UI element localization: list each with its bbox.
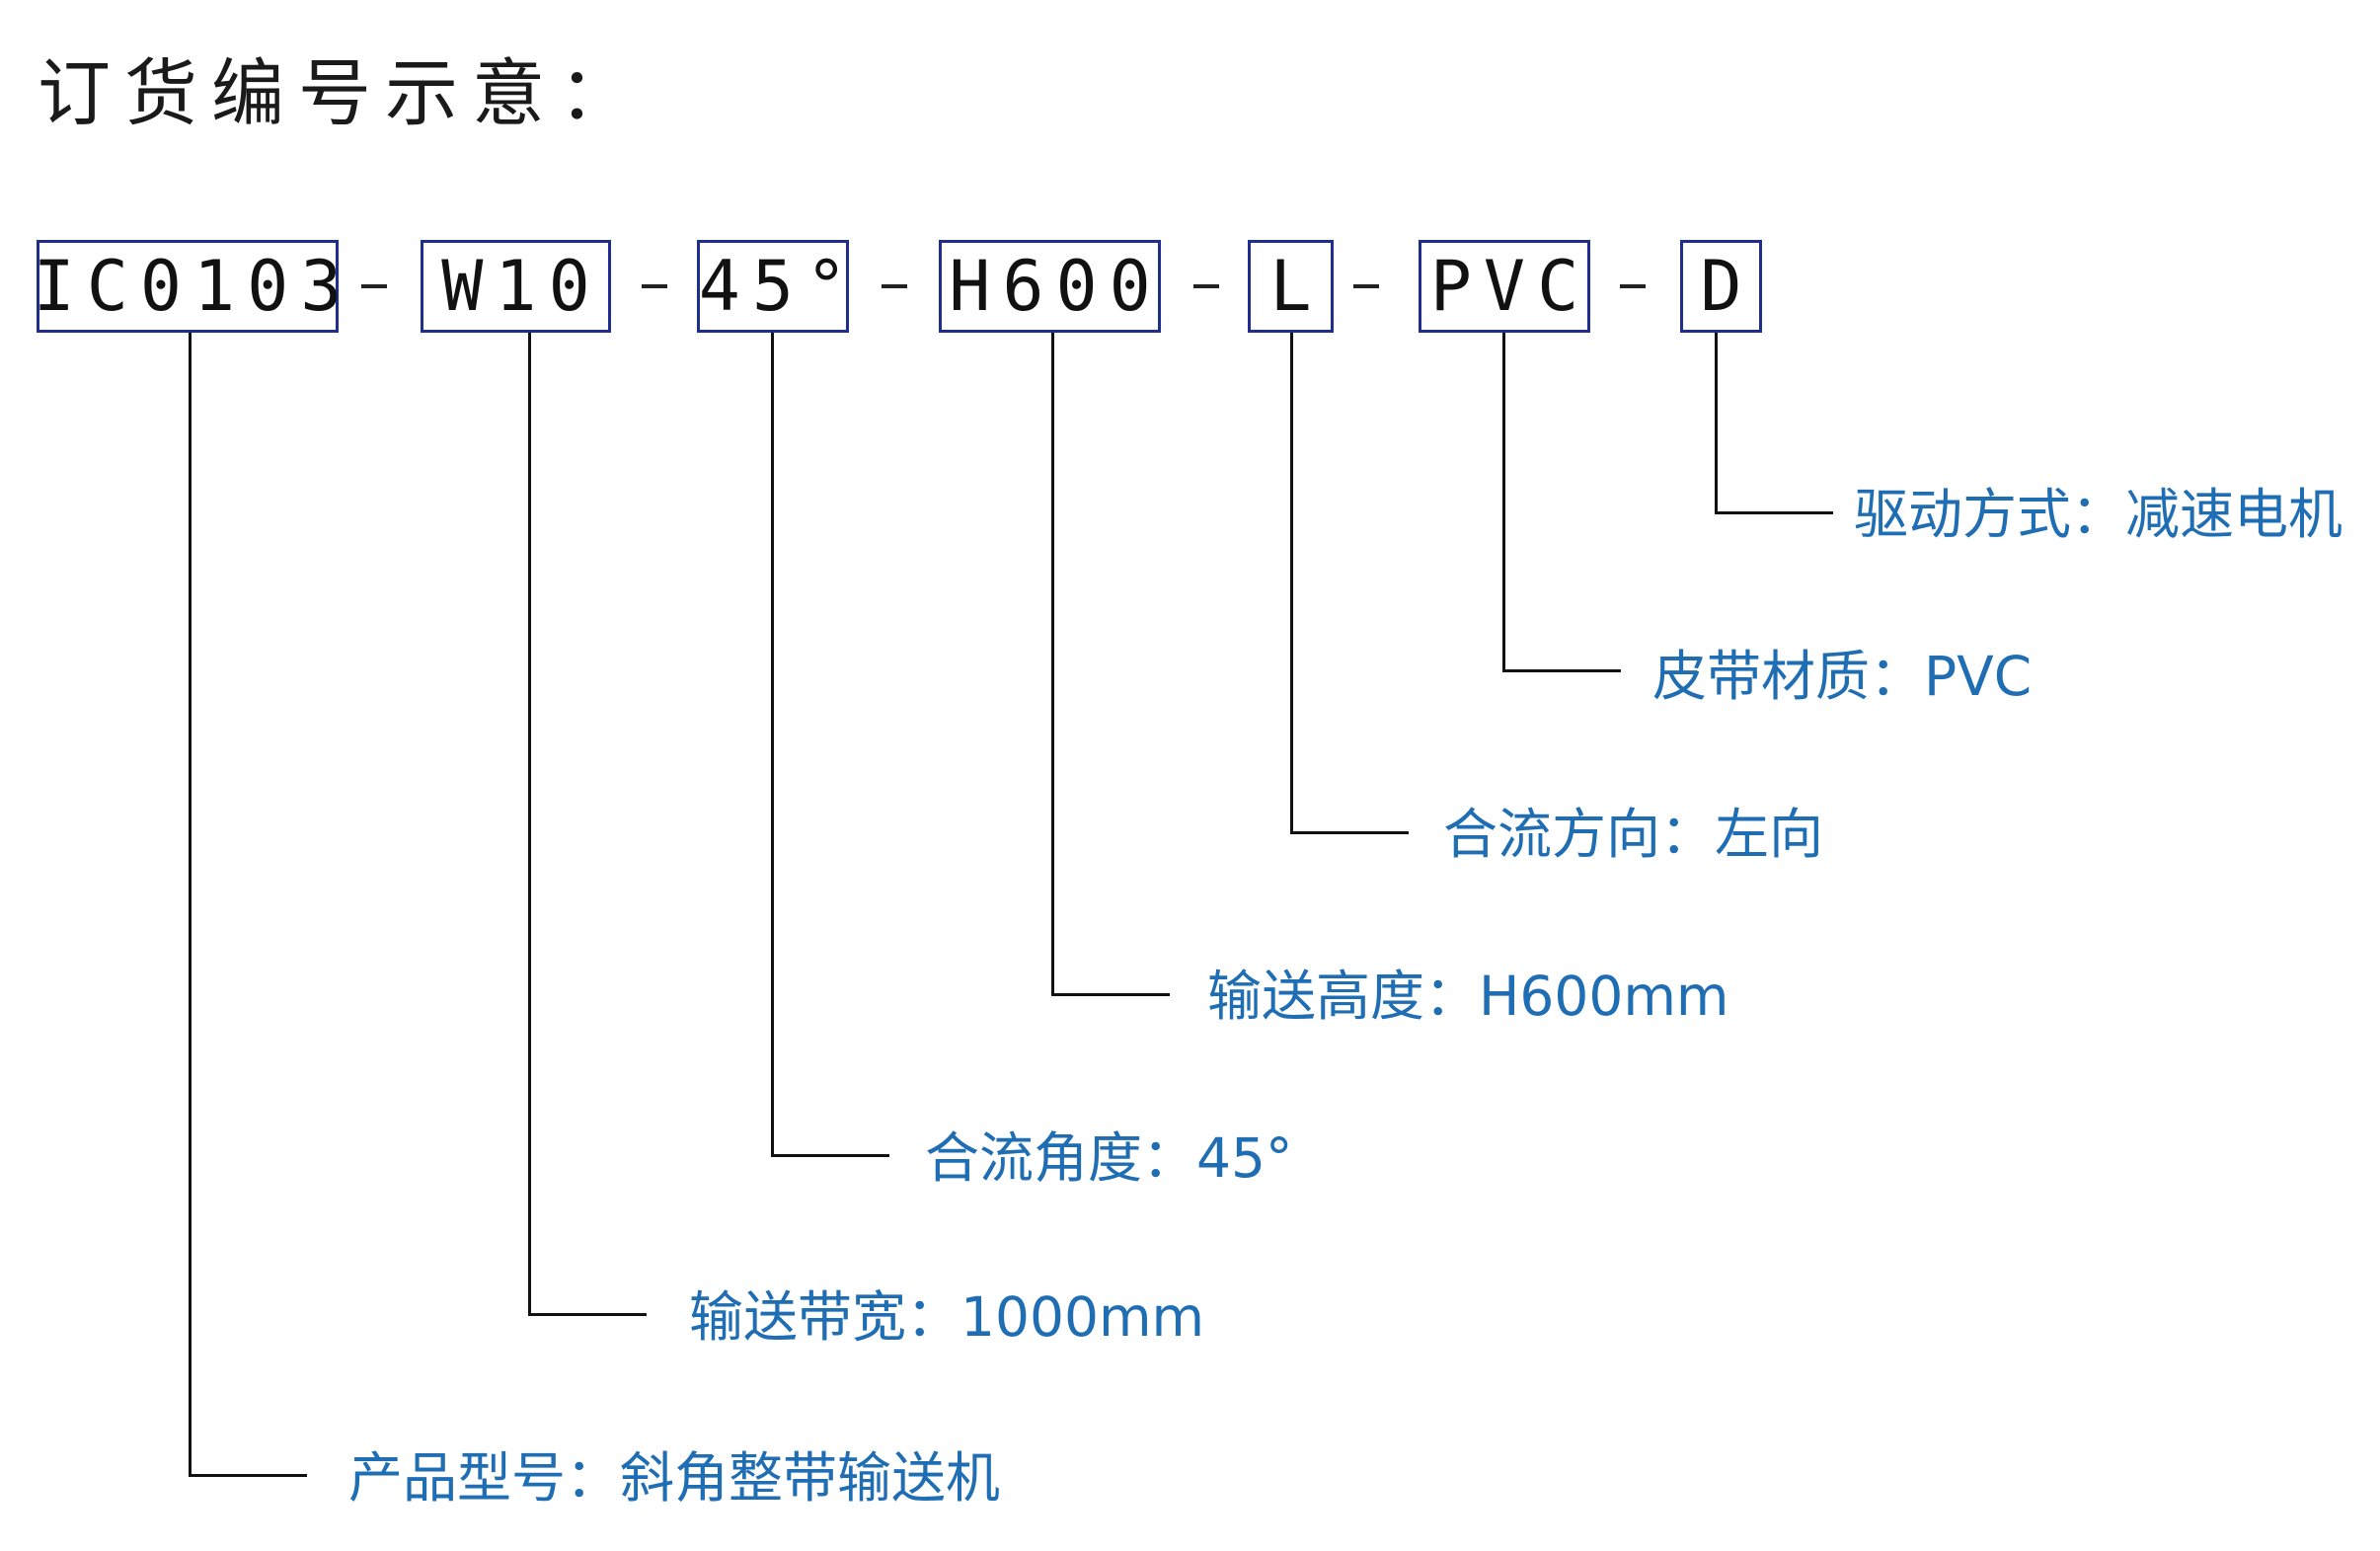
connector-height-horizontal bbox=[1051, 993, 1170, 996]
label-model: 产品型号：斜角整带输送机 bbox=[348, 1446, 1001, 1510]
label-direction: 合流方向：左向 bbox=[1443, 803, 1824, 866]
code-separator bbox=[1193, 284, 1219, 288]
label-angle: 合流角度：45° bbox=[925, 1126, 1293, 1190]
connector-angle-horizontal bbox=[771, 1154, 889, 1157]
label-height: 输送高度：H600mm bbox=[1207, 965, 1729, 1028]
code-separator bbox=[642, 284, 667, 288]
connector-material-vertical bbox=[1502, 333, 1505, 672]
code-box-model: IC0103 bbox=[34, 240, 342, 333]
connector-width-vertical bbox=[528, 333, 531, 1316]
code-box-material: PVC bbox=[1419, 240, 1590, 333]
label-width: 输送带宽：1000mm bbox=[689, 1285, 1205, 1349]
code-box-direction: L bbox=[1248, 240, 1334, 333]
connector-material-horizontal bbox=[1502, 669, 1621, 672]
code-box-width: W10 bbox=[421, 240, 611, 333]
code-box-height: H600 bbox=[939, 240, 1161, 333]
connector-angle-vertical bbox=[771, 333, 774, 1157]
page-title: 订货编号示意： bbox=[38, 51, 646, 136]
code-separator bbox=[361, 284, 387, 288]
code-box-drive: D bbox=[1680, 240, 1762, 333]
code-separator bbox=[1353, 284, 1379, 288]
connector-width-horizontal bbox=[528, 1313, 647, 1316]
connector-height-vertical bbox=[1051, 333, 1054, 996]
connector-drive-vertical bbox=[1715, 333, 1718, 514]
code-box-angle: 45° bbox=[697, 240, 849, 333]
connector-model-vertical bbox=[189, 333, 192, 1477]
code-separator bbox=[1620, 284, 1646, 288]
connector-drive-horizontal bbox=[1715, 511, 1833, 514]
label-material: 皮带材质：PVC bbox=[1652, 645, 2033, 708]
label-drive: 驱动方式：减速电机 bbox=[1854, 483, 2343, 546]
code-separator bbox=[882, 284, 907, 288]
connector-direction-horizontal bbox=[1290, 831, 1409, 834]
connector-direction-vertical bbox=[1290, 333, 1293, 834]
connector-model-horizontal bbox=[189, 1474, 307, 1477]
